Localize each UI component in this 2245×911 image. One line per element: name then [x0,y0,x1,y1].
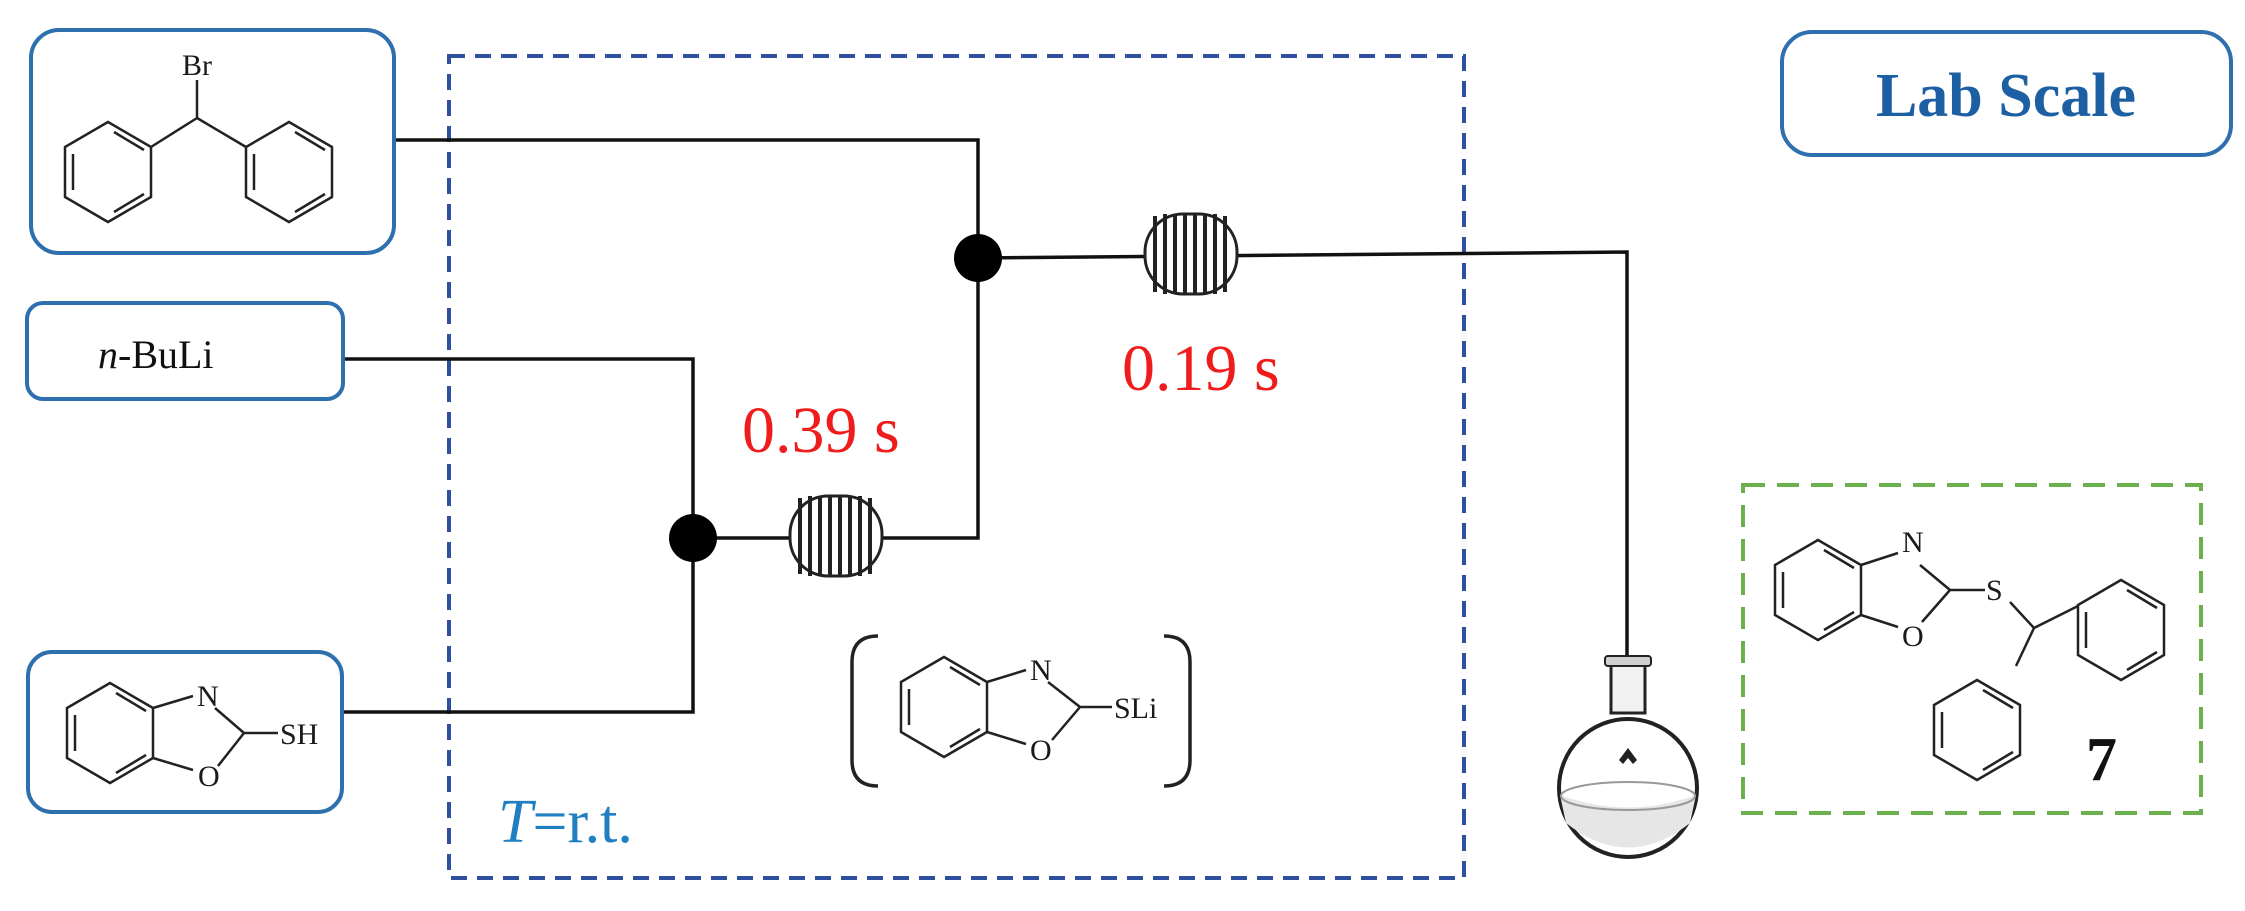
mixer-2 [954,234,1002,282]
product-box: N O S 7 [1741,483,2203,815]
thiol-structure [65,681,278,785]
lab-scale-badge: Lab Scale [1780,30,2233,157]
intermediate-structure: N O SLi [850,634,1192,788]
product-n-label: N [1902,526,1924,559]
bromide-br-label: Br [182,49,212,82]
product-o-label: O [1902,620,1924,653]
intermediate-o-label: O [1030,734,1052,767]
butyllithium-suffix: -BuLi [118,332,214,377]
reagent-box-thiol: N O SH [26,650,344,814]
intermediate-n-label: N [1030,654,1052,687]
butyllithium-prefix: n [98,332,118,377]
coil-reactor-2 [1143,212,1239,296]
coil-reactor-1 [788,494,884,578]
product-compound-number: 7 [2086,726,2117,794]
bromide-structure: Br [63,49,334,224]
reagent-box-butyllithium: n-BuLi [25,301,345,401]
lab-scale-label: Lab Scale [1876,62,2136,130]
intermediate-sli-label: SLi [1114,692,1157,725]
tubing [342,138,1629,714]
thiol-o-label: O [198,760,220,793]
mixer-1 [669,514,717,562]
thiol-n-label: N [197,680,219,713]
svg-text:n-BuLi: n-BuLi [98,332,214,377]
reactor-boundary [447,54,1466,880]
residence-time-1: 0.39 s [742,394,900,467]
temperature-value: =r.t. [532,788,632,856]
thiol-sh-label: SH [280,718,318,751]
temperature-symbol: T [498,788,537,856]
product-s-label: S [1986,574,2003,607]
reagent-box-bromide: Br [29,28,396,255]
residence-time-2: 0.19 s [1122,332,1280,405]
svg-text:T=r.t.: T=r.t. [498,788,633,856]
collection-flask-icon [1557,655,1699,859]
